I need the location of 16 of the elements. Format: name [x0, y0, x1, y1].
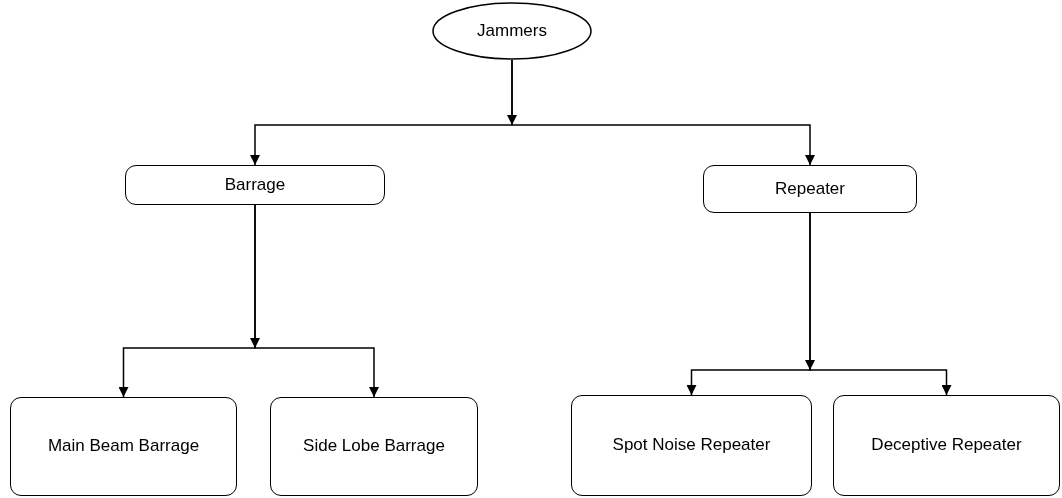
- node-label: Jammers: [476, 19, 548, 42]
- node-label: Repeater: [774, 177, 846, 200]
- connector-arrow: [254, 204, 379, 398]
- process-box: [10, 397, 237, 496]
- process-box: [125, 165, 385, 205]
- process-box: [270, 397, 478, 496]
- node-label: Barrage: [223, 173, 287, 196]
- process-box: [833, 395, 1060, 496]
- node-label: Spot Noise Repeater: [611, 434, 772, 457]
- process-box: [571, 395, 812, 496]
- connector-arrow: [809, 212, 952, 396]
- node-label: Deceptive Repeater: [870, 434, 1023, 457]
- node-label: Main Beam Barrage: [46, 435, 201, 458]
- connector-arrow: [511, 59, 815, 166]
- node-label: Side Lobe Barrage: [302, 435, 446, 458]
- process-box: [703, 165, 917, 213]
